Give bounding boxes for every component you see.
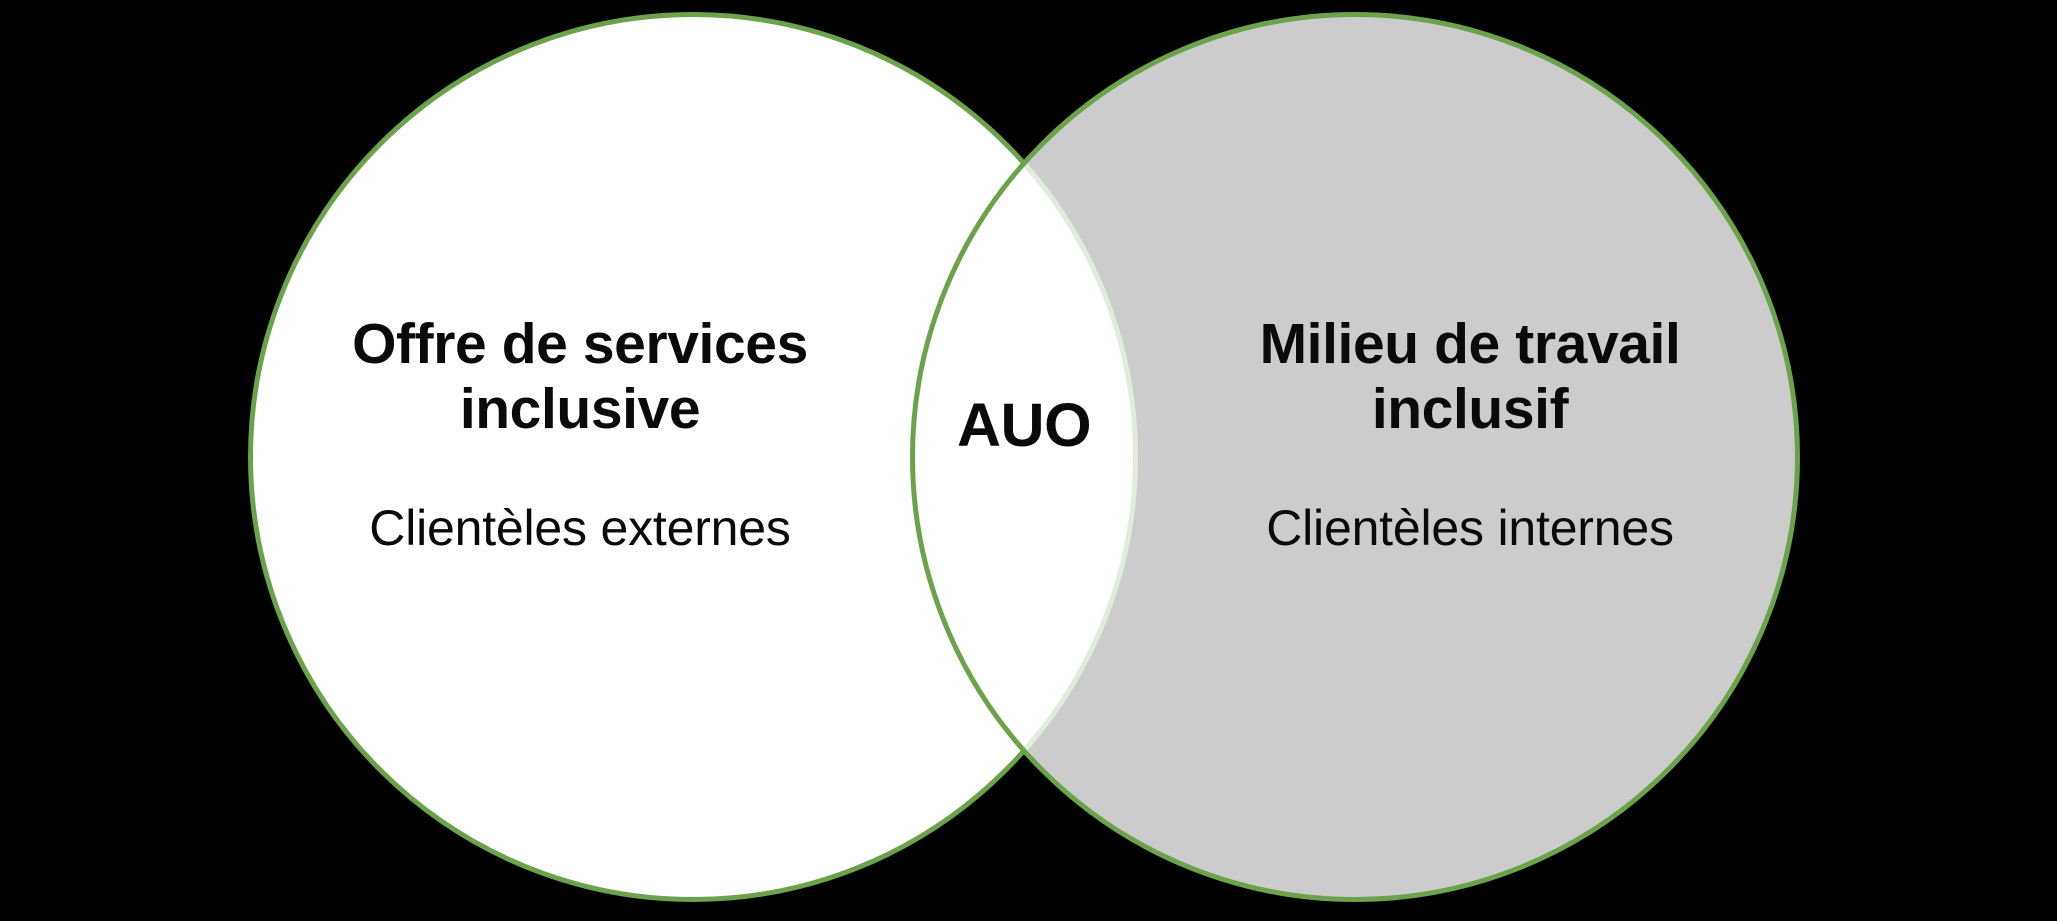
right-set-heading: Milieu de travail inclusif (1259, 312, 1681, 441)
left-set-heading: Offre de services inclusive (352, 312, 808, 441)
right-label-spacer (1190, 442, 1750, 500)
left-label-spacer (300, 442, 860, 500)
left-set-labels: Offre de services inclusive Clientèles e… (300, 312, 860, 557)
intersection-label: AUO (956, 391, 1092, 459)
venn-circle-right (910, 12, 1800, 902)
left-set-subtext: Clientèles externes (369, 499, 791, 556)
right-set-subtext: Clientèles internes (1266, 499, 1674, 556)
right-set-labels: Milieu de travail inclusif Clientèles in… (1190, 312, 1750, 557)
